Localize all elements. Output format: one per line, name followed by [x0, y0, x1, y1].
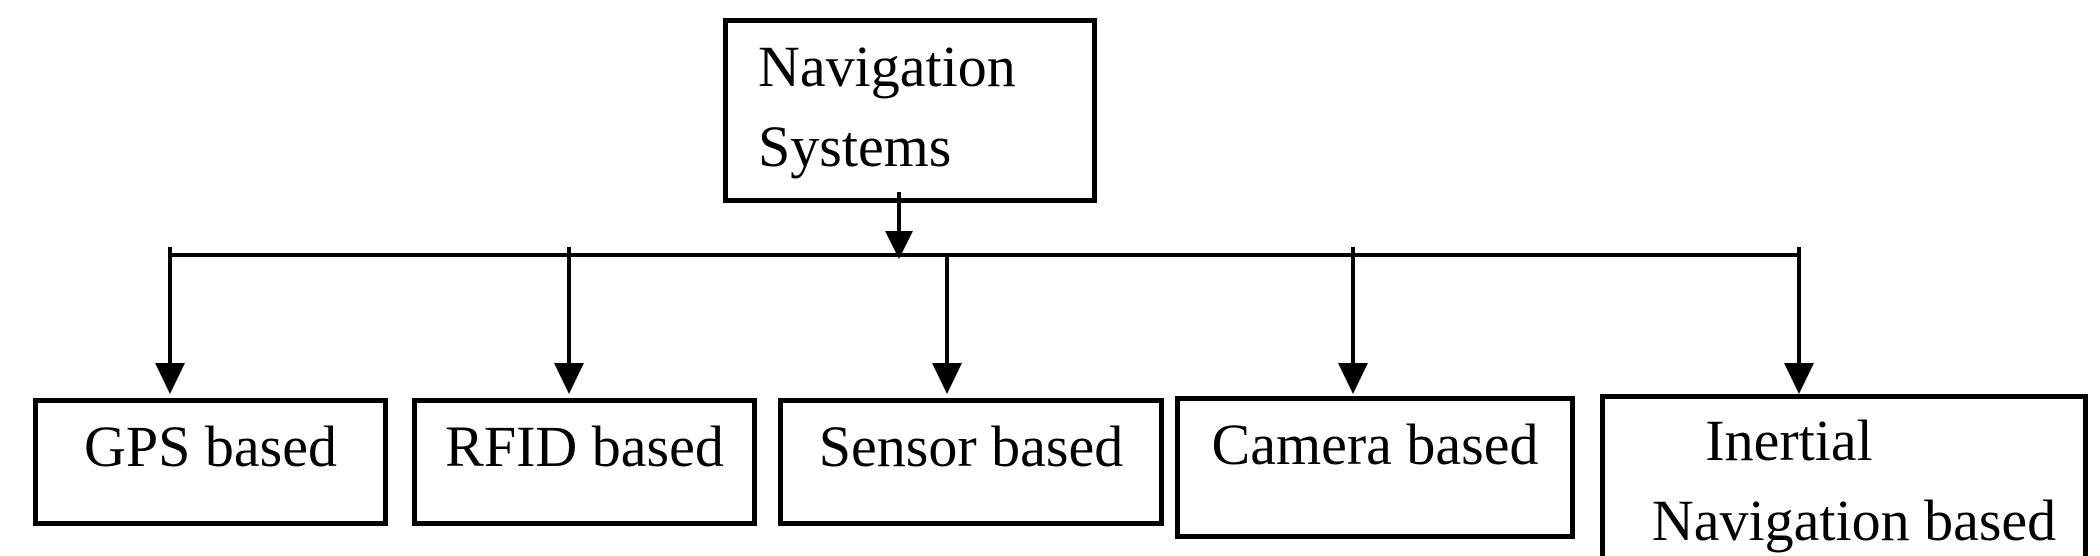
node-label-line: Inertial	[1705, 408, 1873, 473]
node-gps-based: GPS based	[33, 398, 388, 526]
drop-arrow-camera	[1338, 247, 1368, 394]
node-inertial-navigation-based: Inertial Navigation based	[1600, 394, 2088, 556]
node-label-line: Systems	[758, 114, 952, 179]
node-navigation-systems: Navigation Systems	[723, 18, 1097, 203]
node-label: RFID based	[445, 414, 724, 479]
node-label: GPS based	[84, 414, 337, 479]
arrowhead-down-icon	[554, 363, 584, 394]
node-rfid-based: RFID based	[412, 398, 757, 526]
arrowhead-down-icon	[155, 363, 185, 394]
node-label-line: Navigation based	[1651, 488, 2057, 553]
node-label-line: Navigation	[758, 34, 1016, 99]
node-camera-based: Camera based	[1175, 396, 1575, 539]
node-sensor-based: Sensor based	[778, 398, 1164, 526]
arrowhead-down-icon	[1784, 363, 1814, 394]
drop-arrow-sensor	[932, 253, 962, 394]
arrowhead-down-icon	[885, 231, 913, 259]
node-label: Camera based	[1211, 412, 1539, 477]
arrowhead-down-icon	[1338, 363, 1368, 394]
arrowhead-down-icon	[932, 363, 962, 394]
drop-arrow-inertial	[1784, 247, 1814, 394]
node-label: Sensor based	[818, 414, 1124, 479]
drop-arrow-rfid	[554, 247, 584, 394]
drop-arrow-gps	[155, 247, 185, 394]
